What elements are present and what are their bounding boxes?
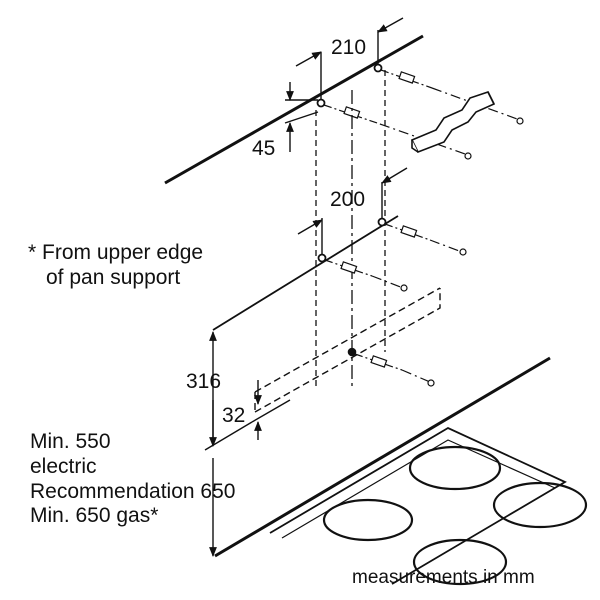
screw-middle-left [325, 260, 407, 291]
requirement-min-550: Min. 550 [30, 430, 111, 453]
hotplate-back-left [410, 447, 500, 489]
mounting-bracket [412, 92, 494, 152]
lower-hole [349, 349, 356, 356]
dimension-210-label: 210 [331, 36, 367, 59]
dimension-45-label: 45 [252, 137, 276, 160]
hotplate-front-right [414, 540, 506, 584]
dimension-200 [298, 168, 407, 254]
requirement-min-650-gas: Min. 650 gas* [30, 504, 159, 528]
dimension-210 [296, 18, 403, 100]
pan-support-note: * From upper edge of pan support [28, 240, 203, 290]
upper-hole-right [375, 65, 382, 72]
dimension-316 [205, 331, 252, 450]
clearance-requirements: Min. 550 electric Recommendation 650 Min… [30, 430, 235, 529]
middle-hole-right [379, 219, 386, 226]
requirement-electric: electric [30, 454, 97, 478]
hotplate-back-right [494, 483, 586, 527]
screw-lower [355, 354, 434, 386]
dimension-32 [252, 380, 290, 440]
hood-outline-dashed [255, 288, 440, 412]
pan-support-reference-line [213, 216, 398, 330]
pan-support-note-line2: of pan support [46, 266, 181, 290]
requirement-recommendation-650: Recommendation 650 [30, 479, 236, 503]
dimension-32-label: 32 [222, 404, 246, 427]
hob [270, 428, 586, 584]
hotplate-front-left [324, 500, 412, 540]
pan-support-note-line1: * From upper edge [28, 241, 204, 264]
dimension-316-label: 316 [186, 370, 222, 393]
screw-middle-right [385, 224, 466, 255]
upper-hole-left [318, 100, 325, 107]
middle-hole-left [319, 255, 326, 262]
units-caption: measurements in mm [352, 567, 535, 588]
worktop-edge [215, 358, 550, 556]
dimension-200-label: 200 [330, 188, 366, 211]
dimension-45 [285, 82, 318, 152]
upper-wall-edge [165, 36, 423, 183]
